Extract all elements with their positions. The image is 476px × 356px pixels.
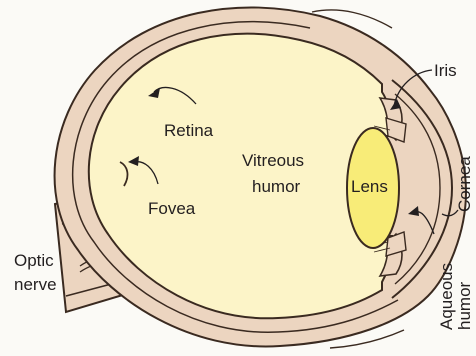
iris-label: Iris: [434, 61, 457, 80]
vitreous-humor-label-line2: humor: [252, 177, 301, 196]
aqueous-humor-label-line2: humor: [455, 281, 474, 330]
cornea-label: Cornea: [455, 156, 474, 212]
retina-label: Retina: [164, 121, 214, 140]
aqueous-humor-label-line1: Aqueous: [437, 263, 456, 330]
lens-label: Lens: [351, 177, 388, 196]
optic-nerve-label-line1: Optic: [14, 251, 54, 270]
optic-nerve-label-line2: nerve: [14, 275, 57, 294]
vitreous-humor-label-line1: Vitreous: [242, 151, 304, 170]
fovea-label: Fovea: [148, 199, 196, 218]
